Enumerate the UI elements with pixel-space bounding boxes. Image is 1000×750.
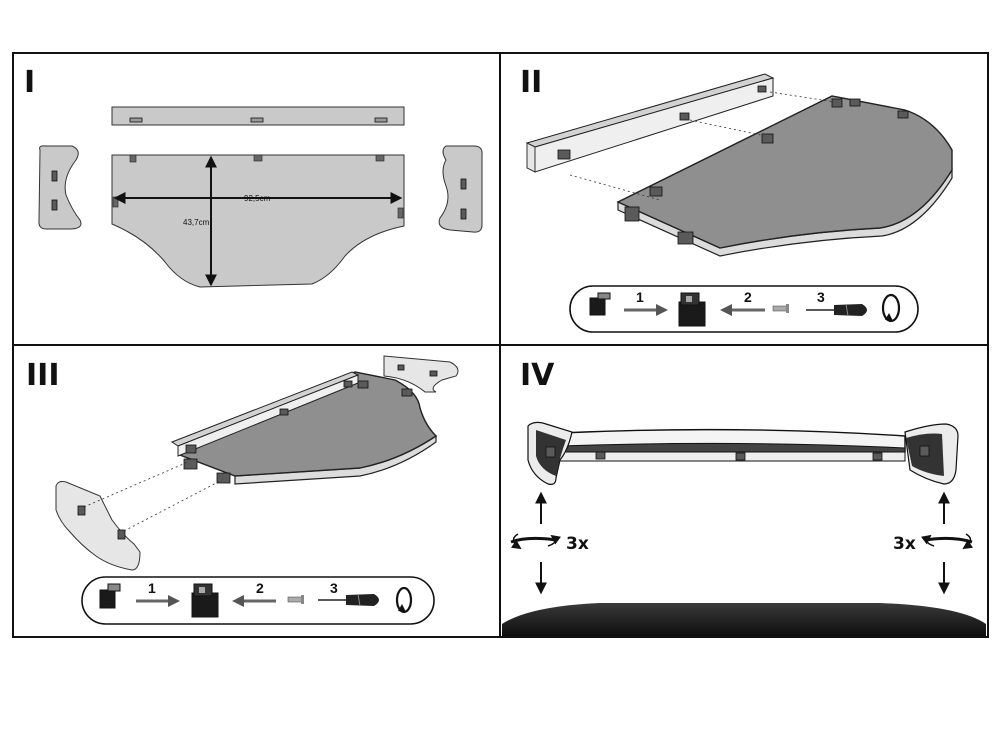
- tighten-rotation-icon-left: [510, 533, 562, 550]
- rail-clips: [595, 451, 883, 461]
- panel-3-number: III: [26, 358, 60, 393]
- clip-mounted-icon: [678, 292, 706, 327]
- repeat-count-left: 3x: [566, 534, 589, 554]
- assembled-rail: [559, 451, 906, 462]
- panel-1-number: I: [24, 65, 35, 100]
- panel-4-number: IV: [520, 358, 555, 393]
- plate-surface: [178, 371, 438, 477]
- end-cap-clip: [919, 445, 930, 457]
- end-cap-clip: [77, 505, 86, 516]
- end-cap-clip: [397, 364, 405, 371]
- guide-line: [769, 91, 836, 103]
- end-cap-clip: [460, 208, 467, 220]
- panel-4: IV 3x 3x: [502, 358, 986, 636]
- guide-line: [83, 461, 189, 508]
- top-rail-part: [111, 106, 405, 126]
- screwdriver-icon: [318, 593, 379, 607]
- guide-line: [569, 174, 661, 201]
- panel-3: III: [26, 355, 459, 625]
- end-cap-clip: [429, 370, 438, 377]
- rotate-clockwise-icon: [395, 586, 413, 614]
- end-cap-clip: [460, 178, 467, 190]
- tighten-rotation-icon-right: [920, 533, 974, 550]
- panel-1: I 92,5cm 43,7cm: [24, 65, 483, 288]
- panel-2: II: [520, 65, 953, 333]
- repeat-count-right: 3x: [893, 534, 916, 554]
- left-end-cap-part: [55, 481, 141, 571]
- rotate-clockwise-icon: [881, 293, 901, 323]
- end-cap-clip: [117, 529, 126, 540]
- screwdriver-icon: [806, 303, 867, 317]
- panel-grid: [12, 52, 989, 638]
- step-3-label: 3: [817, 289, 825, 305]
- rail-part: [170, 371, 360, 457]
- screw-icon: [772, 304, 789, 313]
- step-2-arrowhead: [720, 304, 732, 316]
- guide-line: [689, 119, 766, 137]
- plate-surface: [616, 95, 953, 249]
- screw-icon: [287, 595, 304, 604]
- step-1-arrowhead: [168, 595, 180, 607]
- panel-2-number: II: [520, 65, 542, 100]
- step-2-label: 2: [744, 289, 752, 305]
- step-1-label: 1: [148, 580, 156, 596]
- left-end-cap-part: [38, 145, 82, 230]
- rail-part: [525, 73, 775, 173]
- height-dimension-label: 43,7cm: [183, 218, 210, 227]
- end-cap-clip: [51, 170, 58, 182]
- step-2-label: 2: [256, 580, 264, 596]
- end-cap-clip: [545, 446, 556, 458]
- step-1-arrowhead: [656, 304, 668, 316]
- deflector-plate-part: [111, 154, 405, 288]
- end-cap-clip: [51, 199, 58, 211]
- step-1-label: 1: [636, 289, 644, 305]
- clip-mounted-icon: [191, 583, 219, 618]
- step-3-label: 3: [330, 580, 338, 596]
- clip-icon: [99, 583, 121, 609]
- clip-icon: [589, 292, 611, 316]
- plate-clips: [183, 380, 413, 484]
- vehicle-roof: [502, 603, 986, 636]
- width-dimension-label: 92,5cm: [244, 194, 271, 203]
- guide-line: [123, 479, 223, 532]
- plate-clips: [624, 98, 909, 245]
- step-2-arrowhead: [232, 595, 244, 607]
